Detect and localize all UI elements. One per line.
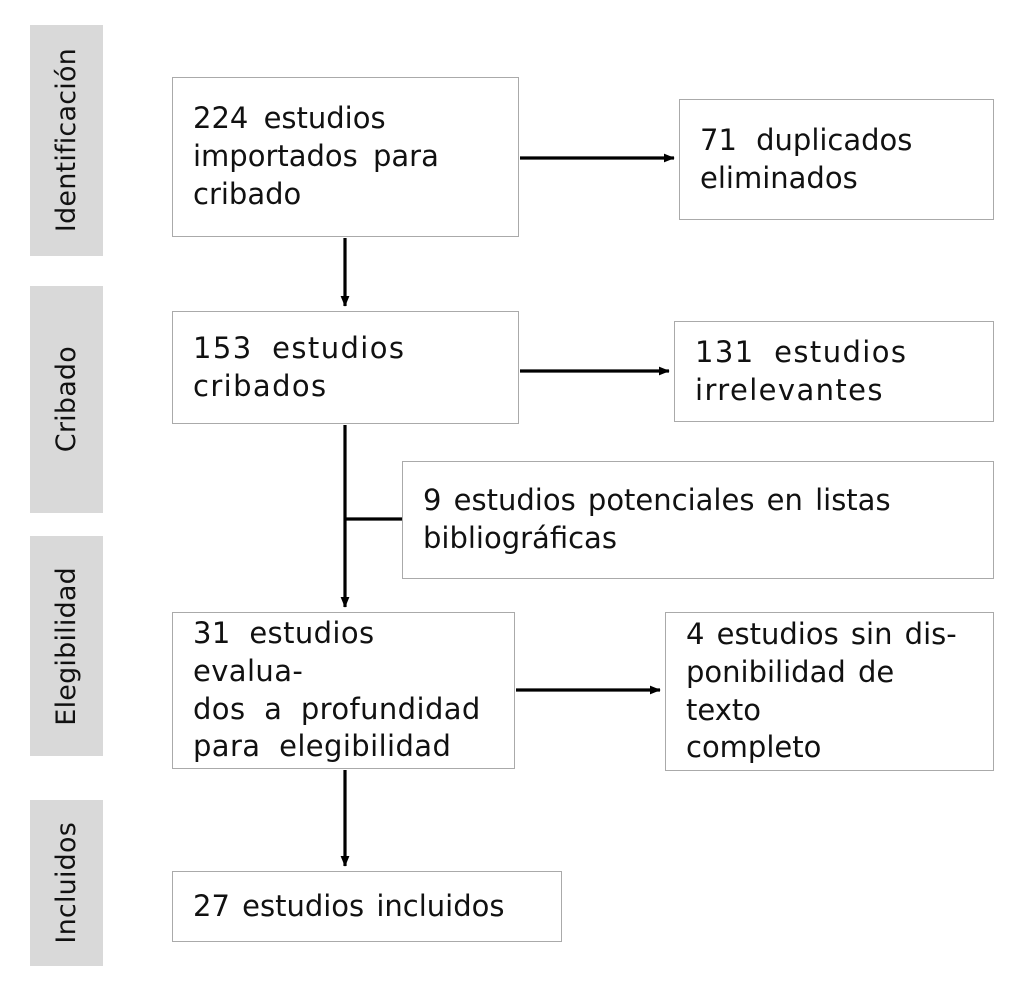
box-no-fulltext-text: 4 estudios sin dis- ponibilidad de texto… [686,617,957,765]
box-bibliographic-lists: 9 estudios potenciales en listas bibliog… [402,461,994,579]
box-included-studies-text: 27 estudios incluidos [193,888,505,923]
box-irrelevant-studies: 131 estudios irrelevantes [674,321,994,422]
phase-label-text: Cribado [51,346,82,453]
phase-label-text: Elegibilidad [51,566,82,726]
box-imported-studies-text: 224 estudios importados para cribado [193,101,439,211]
box-screened-studies: 153 estudios cribados [172,311,519,424]
box-included-studies: 27 estudios incluidos [172,871,562,942]
phase-label-text: Identificación [51,48,82,233]
phase-label-identificacion: Identificación [30,25,103,256]
phase-label-text: Incluidos [51,822,82,944]
box-assessed-eligibility-text: 31 estudios evalua- dos a profundidad pa… [193,616,481,764]
box-duplicates-removed-text: 71 duplicados eliminados [700,122,913,195]
phase-label-cribado: Cribado [30,286,103,513]
box-imported-studies: 224 estudios importados para cribado [172,77,519,237]
box-bibliographic-lists-text: 9 estudios potenciales en listas bibliog… [423,483,891,555]
phase-label-elegibilidad: Elegibilidad [30,536,103,756]
box-assessed-eligibility: 31 estudios evalua- dos a profundidad pa… [172,612,515,769]
phase-label-incluidos: Incluidos [30,800,103,966]
box-duplicates-removed: 71 duplicados eliminados [679,99,994,220]
box-screened-studies-text: 153 estudios cribados [193,330,406,403]
box-irrelevant-studies-text: 131 estudios irrelevantes [695,334,908,407]
box-no-fulltext: 4 estudios sin dis- ponibilidad de texto… [665,612,994,771]
